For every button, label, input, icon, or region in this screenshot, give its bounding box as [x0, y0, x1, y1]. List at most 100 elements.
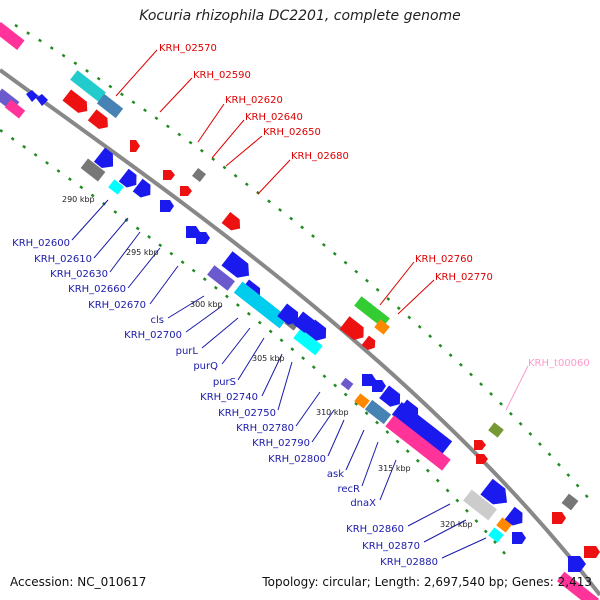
- gene-label[interactable]: KRH_02600: [12, 238, 70, 249]
- gene-feature[interactable]: [480, 478, 513, 511]
- gene-feature[interactable]: [496, 517, 512, 533]
- gene-feature[interactable]: [87, 109, 112, 132]
- gene-feature[interactable]: [552, 512, 566, 524]
- inner-dotted-track: [0, 128, 511, 561]
- gene-feature[interactable]: [293, 328, 323, 356]
- gene-label[interactable]: KRH_02740: [200, 392, 258, 403]
- tick-label: 315 kbp: [378, 464, 411, 473]
- gene-feature[interactable]: [512, 532, 526, 544]
- gene-feature[interactable]: [233, 281, 289, 329]
- gene-feature[interactable]: [108, 179, 124, 195]
- gene-feature[interactable]: [391, 401, 453, 455]
- map-title: Kocuria rhizophila DC2201, complete geno…: [139, 8, 461, 24]
- gene-feature[interactable]: [385, 415, 451, 471]
- gene-label[interactable]: KRH_02870: [362, 541, 420, 552]
- tick-label: 295 kbp: [126, 248, 159, 257]
- gene-label[interactable]: KRH_02640: [245, 112, 303, 123]
- gene-label[interactable]: KRH_t00060: [528, 358, 590, 369]
- gene-label[interactable]: KRH_02780: [236, 423, 294, 434]
- gene-label[interactable]: cls: [151, 315, 165, 326]
- tick-label: 305 kbp: [252, 354, 285, 363]
- gene-feature[interactable]: [62, 89, 91, 116]
- gene-feature[interactable]: [474, 440, 486, 450]
- gene-label[interactable]: KRH_02750: [218, 408, 276, 419]
- gene-feature[interactable]: [361, 335, 379, 353]
- minus-gene-labels: KRH_02600 KRH_02610 KRH_02630 KRH_02660 …: [12, 238, 438, 568]
- tick-label: 290 kbp: [62, 195, 95, 204]
- tick-label: 320 kbp: [440, 520, 473, 529]
- gene-label[interactable]: KRH_02860: [346, 524, 404, 535]
- gene-feature[interactable]: [584, 546, 600, 558]
- minus-strand-features: [0, 88, 600, 600]
- gene-feature[interactable]: [372, 380, 386, 392]
- genome-summary-text: Topology: circular; Length: 2,697,540 bp…: [262, 575, 592, 589]
- gene-label[interactable]: purQ: [193, 361, 218, 372]
- gene-feature[interactable]: [504, 506, 527, 529]
- tick-label: 300 kbp: [190, 300, 223, 309]
- gene-label[interactable]: KRH_02700: [124, 330, 182, 341]
- gene-feature[interactable]: [354, 393, 370, 409]
- gene-label[interactable]: ask: [327, 469, 344, 480]
- gene-label[interactable]: KRH_02630: [50, 269, 108, 280]
- tick-label: 310 kbp: [316, 408, 349, 417]
- gene-feature[interactable]: [93, 147, 119, 173]
- gene-label[interactable]: KRH_02800: [268, 454, 326, 465]
- gene-feature[interactable]: [163, 170, 175, 180]
- accession-text: Accession: NC_010617: [10, 575, 147, 589]
- gene-label[interactable]: purL: [176, 346, 199, 357]
- gene-label[interactable]: KRH_02620: [225, 95, 283, 106]
- gene-feature[interactable]: [568, 556, 586, 572]
- gene-label[interactable]: KRH_02590: [193, 70, 251, 81]
- gene-label[interactable]: KRH_02790: [252, 438, 310, 449]
- gene-feature[interactable]: [463, 489, 497, 521]
- plus-leader-lines: [115, 49, 435, 315]
- genome-backbone: [0, 68, 600, 597]
- gene-feature[interactable]: [118, 168, 141, 191]
- gene-label[interactable]: KRH_02610: [34, 254, 92, 265]
- gene-feature[interactable]: [221, 211, 245, 234]
- gene-label[interactable]: KRH_02650: [263, 127, 321, 138]
- gene-feature[interactable]: [339, 316, 369, 343]
- gene-label[interactable]: KRH_02670: [88, 300, 146, 311]
- gene-feature[interactable]: [180, 186, 192, 196]
- gene-feature[interactable]: [196, 232, 210, 244]
- gene-label[interactable]: KRH_02770: [435, 272, 493, 283]
- gene-feature[interactable]: [130, 140, 140, 152]
- gene-label[interactable]: KRH_02570: [159, 43, 217, 54]
- gene-feature[interactable]: [36, 94, 48, 106]
- gene-feature[interactable]: [80, 158, 106, 182]
- gene-feature[interactable]: [221, 251, 254, 282]
- gene-label[interactable]: KRH_02680: [291, 151, 349, 162]
- gene-label[interactable]: KRH_02760: [415, 254, 473, 265]
- gene-feature[interactable]: [476, 454, 488, 464]
- gene-label[interactable]: KRH_02660: [68, 284, 126, 295]
- gene-feature[interactable]: [277, 303, 303, 329]
- plus-strand-features: [0, 22, 600, 558]
- gene-feature[interactable]: [488, 527, 504, 543]
- gene-feature[interactable]: [207, 265, 235, 291]
- gene-feature[interactable]: [96, 93, 124, 119]
- gene-label[interactable]: purS: [213, 377, 236, 388]
- gene-feature[interactable]: [293, 311, 319, 337]
- gene-feature[interactable]: [556, 571, 600, 600]
- gene-label[interactable]: KRH_02880: [380, 557, 438, 568]
- gene-feature[interactable]: [191, 167, 207, 183]
- trna-leader-line: [505, 365, 529, 411]
- gene-feature[interactable]: [132, 178, 155, 201]
- gene-feature[interactable]: [0, 22, 25, 50]
- gene-feature[interactable]: [364, 399, 392, 425]
- gene-label[interactable]: dnaX: [350, 498, 376, 509]
- gene-feature[interactable]: [4, 99, 26, 119]
- gene-feature[interactable]: [305, 319, 331, 345]
- outer-dotted-track: [14, 23, 591, 501]
- gene-feature[interactable]: [374, 319, 390, 335]
- gene-feature[interactable]: [379, 385, 405, 411]
- gene-feature[interactable]: [561, 493, 579, 511]
- gene-feature[interactable]: [340, 377, 354, 391]
- gene-label[interactable]: recR: [338, 484, 361, 495]
- gene-feature[interactable]: [160, 200, 174, 212]
- gene-feature[interactable]: [26, 90, 38, 102]
- gene-feature[interactable]: [70, 70, 106, 102]
- gene-feature[interactable]: [488, 422, 504, 438]
